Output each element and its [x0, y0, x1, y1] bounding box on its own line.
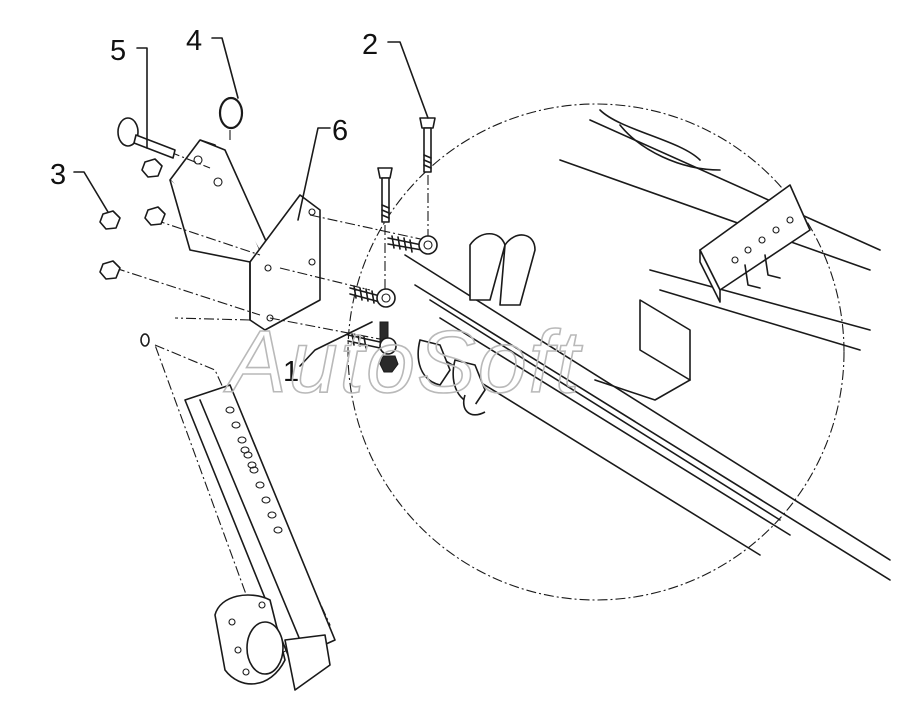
tine-rail: [154, 344, 336, 691]
callout-1: 1: [283, 356, 299, 388]
mounting-plate-right: [699, 184, 811, 303]
eye-bolts-part-1: [347, 235, 438, 373]
bracket-part-6: [169, 139, 321, 331]
callout-6: 6: [332, 115, 348, 147]
snap-ring-part-4: [218, 96, 244, 130]
pin-part-5: [117, 117, 176, 159]
nuts-part-3: [99, 158, 166, 280]
assembly-lines: [114, 100, 429, 341]
watermark: AutoSoft: [223, 312, 583, 411]
wheel-hub: [214, 594, 286, 685]
callout-5: 5: [110, 35, 126, 67]
rail-end-cap: [140, 333, 150, 347]
frame-beams: [404, 109, 891, 581]
callout-3: 3: [50, 159, 66, 191]
callout-4: 4: [186, 25, 202, 57]
callout-leaders: [73, 37, 429, 367]
callout-2: 2: [362, 29, 378, 61]
frame-hooks: [417, 232, 536, 416]
detail-view-circle: [347, 103, 845, 601]
